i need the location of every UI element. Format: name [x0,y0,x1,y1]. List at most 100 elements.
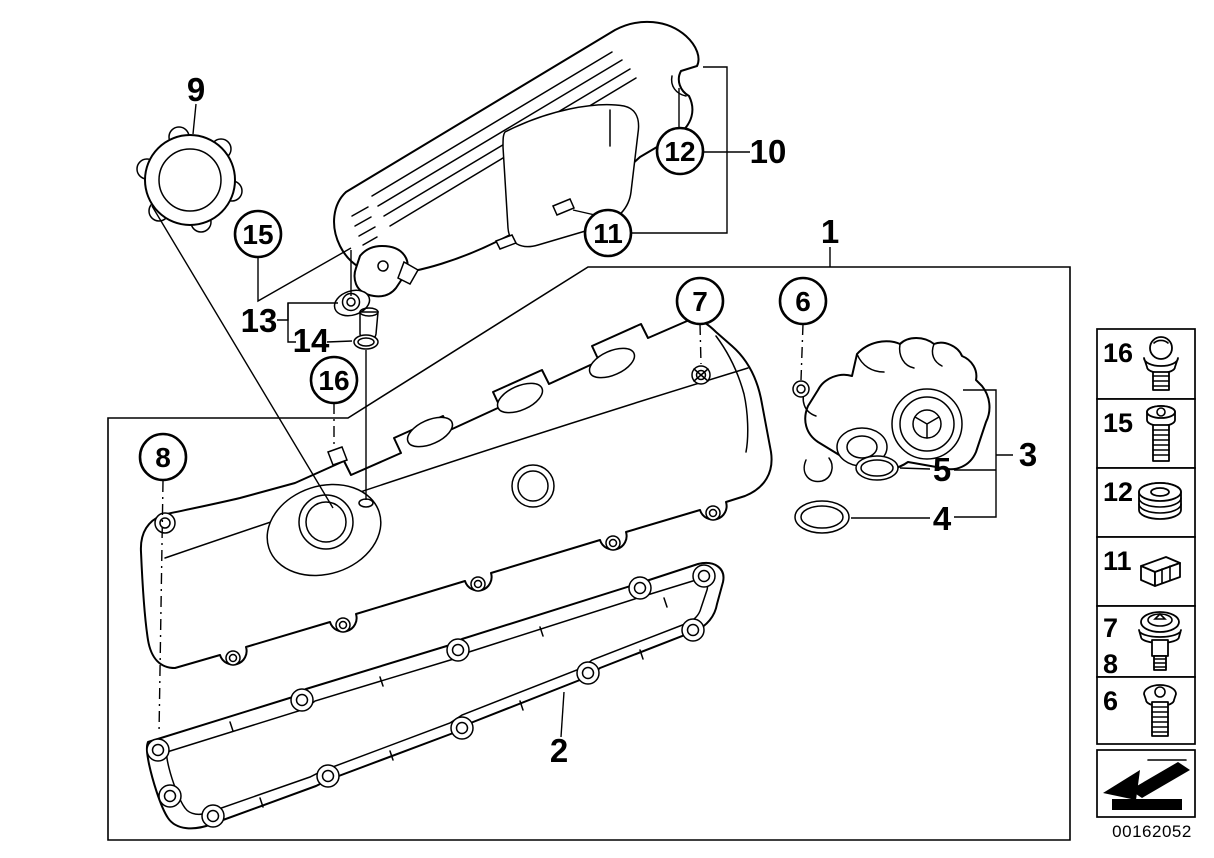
callout-11-label[interactable]: 11 [593,218,623,249]
leader-14-to-oring [326,340,353,343]
legend-7-label[interactable]: 7 [1103,613,1118,643]
leader-6-dashdot [800,323,804,381]
shoulder-bolt-icon [1138,611,1182,671]
gasket-hole [576,661,600,685]
seal-washer-icon [1138,629,1182,644]
coil-hole-inner [517,470,549,502]
leader-7-dashdot [699,323,702,365]
callout-13[interactable]: 13 [241,302,278,339]
sensor-port-on-cover [358,498,374,508]
engine-acoustic-cover [333,20,700,276]
callout-5-label[interactable]: 5 [933,451,951,488]
callout-10-label[interactable]: 10 [750,133,787,170]
callout-1[interactable]: 1 [821,213,839,250]
legend-11-label[interactable]: 11 [1103,546,1132,576]
callout-2[interactable]: 2 [550,732,568,769]
cover-clip-tab [552,198,575,216]
bracket-13 [277,302,338,321]
leader-8-dashdot [158,480,164,735]
callout-8[interactable]: 8 [138,432,188,482]
o-ring-4 [794,500,850,534]
legend-row-16[interactable]: 16 [1096,328,1196,400]
callout-10[interactable]: 10 [750,133,787,170]
leader-cap-to-filler [151,205,334,509]
legend-16-label[interactable]: 16 [1103,338,1133,368]
legend-row-6[interactable]: 6 [1096,676,1196,745]
callout-7-label[interactable]: 7 [692,286,708,317]
legend-row-11[interactable]: 11 [1096,536,1196,607]
callout-1-label[interactable]: 1 [821,213,839,250]
leader-15-elbow [257,247,352,303]
nav-arrow-button[interactable] [1096,749,1196,818]
callout-5[interactable]: 5 [933,451,951,488]
sensor-connector [397,260,420,285]
group-box-outline [107,266,1071,841]
group-box-part-1 [107,247,1071,841]
callout-15[interactable]: 15 [233,209,283,259]
legend-row-15[interactable]: 15 [1096,398,1196,469]
valve-port [406,416,454,448]
legend-row-7-8[interactable]: 7 8 [1096,605,1196,679]
sensor-o-ring-14 [353,334,379,350]
leader-11-to-clip [572,209,596,216]
valve-cover-gasket [145,562,725,830]
ball-stud-icon [1143,336,1179,391]
grommet-pocket-notch [670,75,687,97]
callouts: 9 15 13 14 16 12 10 11 1 [138,71,1037,769]
gasket-hole [446,638,470,662]
leader-5-to-oring [899,467,931,470]
legend-15-label[interactable]: 15 [1103,408,1133,438]
callout-13-label[interactable]: 13 [241,302,278,339]
callout-4[interactable]: 4 [933,500,952,537]
bolt-for-7 [691,365,711,385]
gasket-bolt-holes [146,564,716,828]
bracket-10 [632,66,728,234]
leader-lines [151,66,1013,738]
valve-port [496,382,544,414]
back-arrow-icon [1103,759,1190,810]
gasket-hole [316,764,340,788]
legend-8-label[interactable]: 8 [1103,649,1118,679]
sensor-body-dot [377,260,389,272]
callout-8-label[interactable]: 8 [155,442,171,473]
callout-14-label[interactable]: 14 [293,322,330,359]
rubber-grommet-icon [1138,482,1182,520]
clip-icon [1140,556,1181,587]
callout-15-label[interactable]: 15 [242,219,273,250]
callout-14[interactable]: 14 [293,322,330,359]
callout-2-label[interactable]: 2 [550,732,568,769]
gasket-hole [450,716,474,740]
cylinder-head-cover [139,317,773,669]
oil-filler-cap [136,126,243,233]
callout-16[interactable]: 16 [309,355,359,405]
callout-16-label[interactable]: 16 [318,365,349,396]
legend-6-label[interactable]: 6 [1103,686,1118,716]
cover-clip-tab [494,234,518,250]
callout-9-label[interactable]: 9 [187,71,205,108]
callout-12-label[interactable]: 12 [664,136,695,167]
callout-11[interactable]: 11 [583,208,633,258]
callout-3-label[interactable]: 3 [1019,436,1037,473]
image-number: 00162052 [1112,822,1192,841]
legend-sidebar: 16 15 12 [1096,328,1196,841]
left-flange-bolt [154,512,176,534]
callout-7[interactable]: 7 [675,276,725,326]
callout-3[interactable]: 3 [1019,436,1037,473]
leader-9-to-cap [192,103,197,135]
callout-9[interactable]: 9 [187,71,205,108]
valve-cover-ridge-line [164,367,749,559]
bracket-3 [954,389,997,518]
callout-6[interactable]: 6 [778,276,828,326]
callout-6-label[interactable]: 6 [795,286,811,317]
valve-port [588,347,636,379]
front-edge-bolt-bosses [225,505,721,666]
pan-head-screw-icon [1143,684,1177,737]
gasket-hole [146,738,170,762]
callout-4-label[interactable]: 4 [933,500,952,537]
sensor-screw-hole-inner [346,297,356,307]
oil-filler-neck-inner [305,501,347,543]
callout-12[interactable]: 12 [655,126,705,176]
legend-12-label[interactable]: 12 [1103,477,1133,507]
legend-row-12[interactable]: 12 [1096,467,1196,538]
